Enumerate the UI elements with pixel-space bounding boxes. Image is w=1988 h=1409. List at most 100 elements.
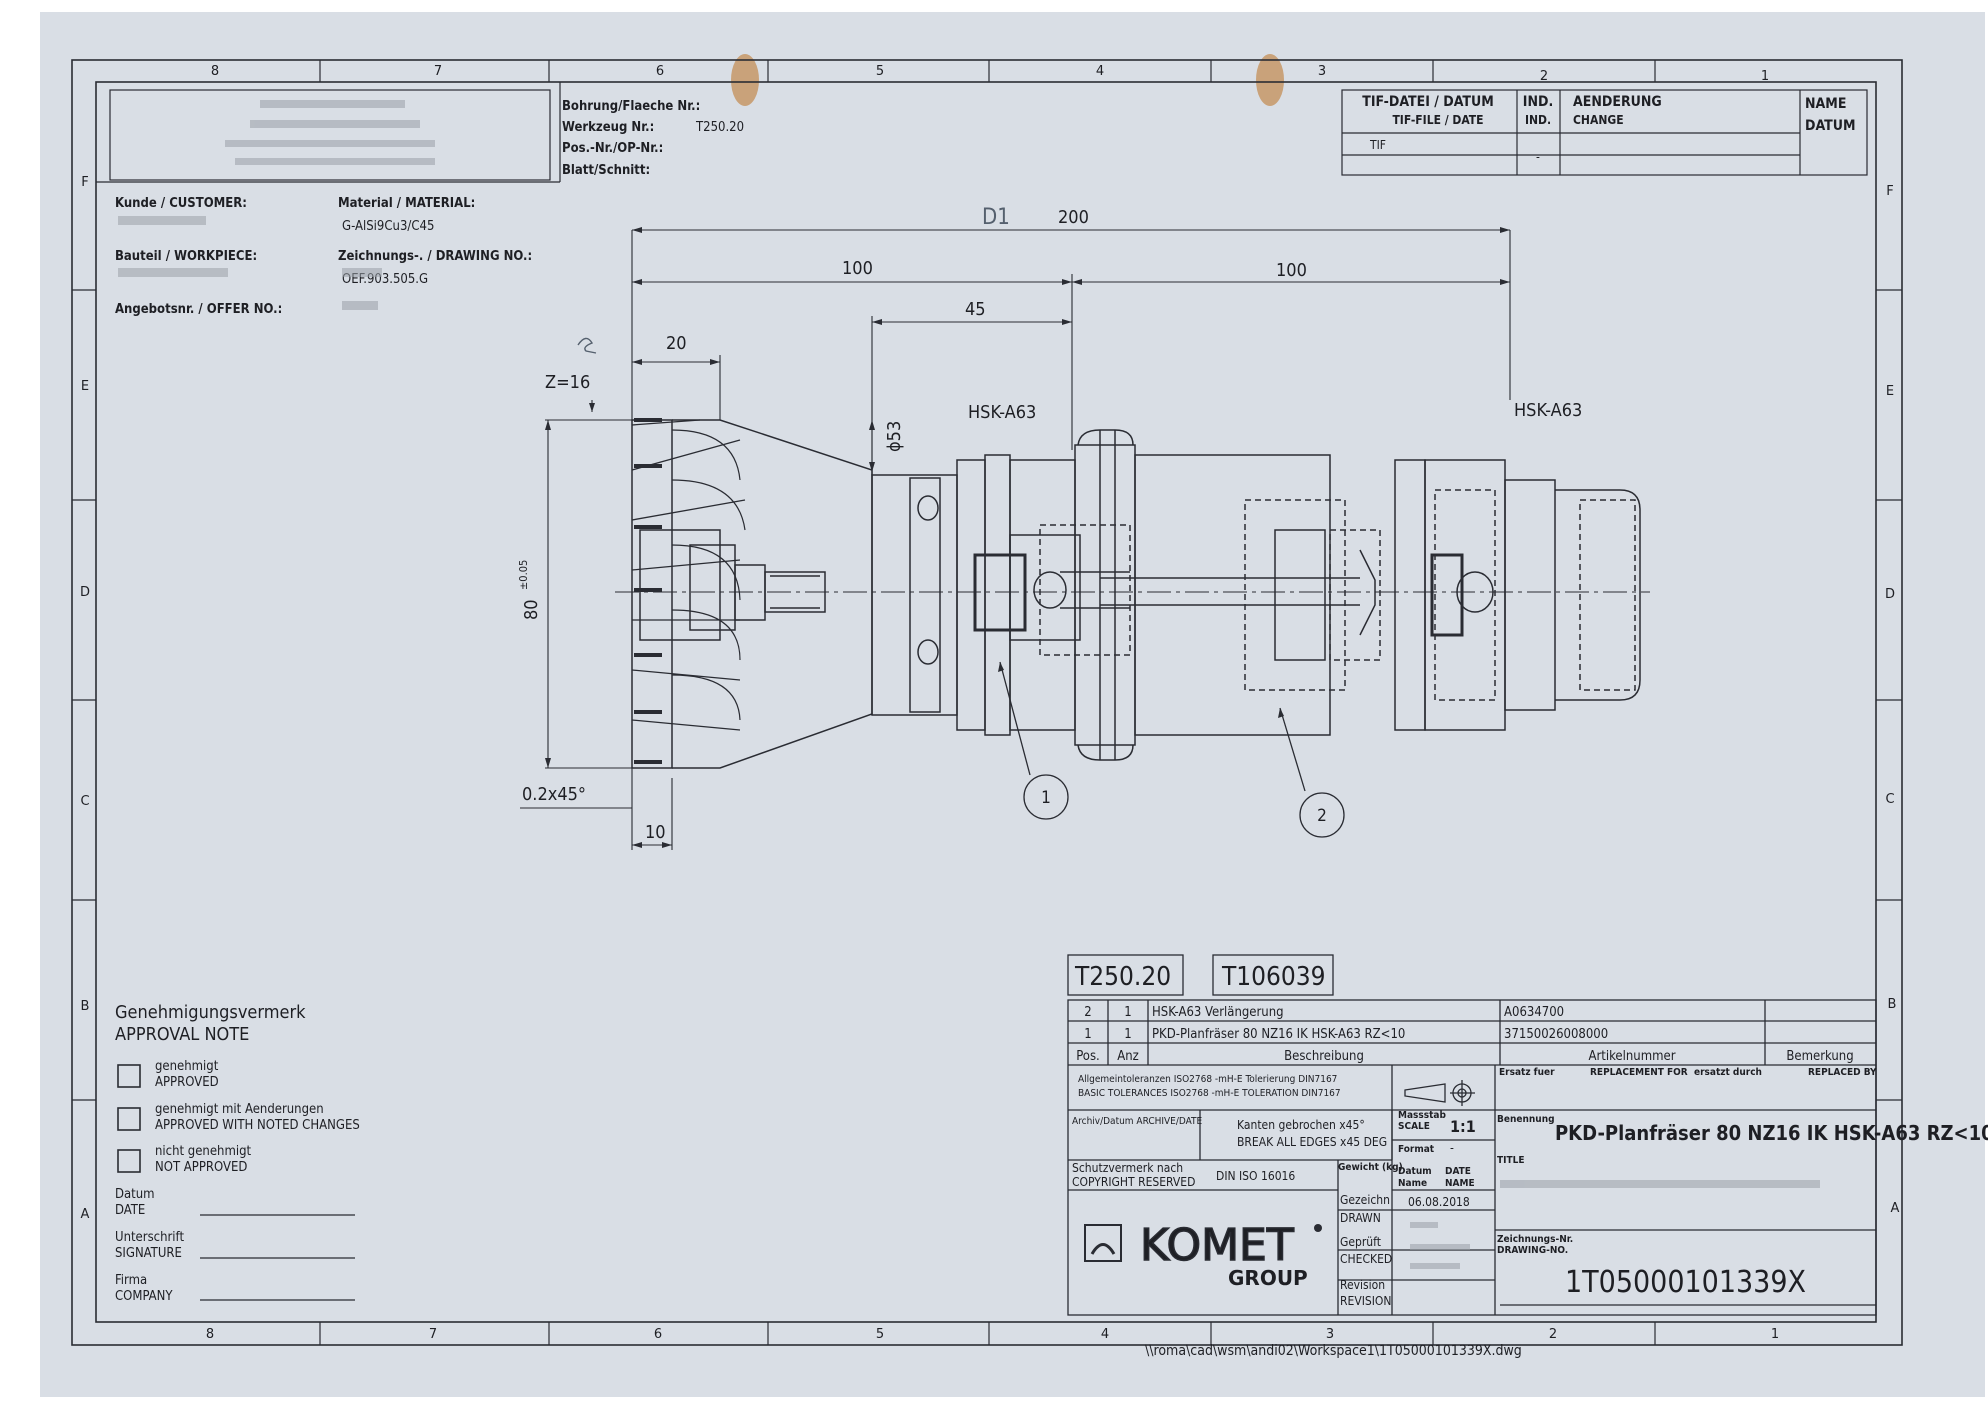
part-2-desc: HSK-A63 Verlängerung: [1152, 1005, 1284, 1020]
title-blurred-text: [1410, 1180, 1820, 1269]
signature-label-en: SIGNATURE: [115, 1246, 182, 1261]
handwritten-check-mark: [577, 337, 597, 354]
tool-no: T250.20: [1074, 962, 1171, 992]
hsk-shank-part-1: [871, 429, 1331, 761]
blatt-label: Blatt/Schnitt:: [562, 163, 650, 178]
weight-label: Gewicht (kg): [1338, 1162, 1403, 1173]
angebot-label: Angebotsnr. / OFFER NO.:: [115, 302, 282, 317]
col-article: Artikelnummer: [1588, 1049, 1675, 1064]
company-name: KOMET: [1140, 1220, 1294, 1271]
teeth-label: Z=16: [545, 372, 590, 393]
change-label-1: AENDERUNG: [1573, 94, 1662, 110]
drawing-no-label-1: Zeichnungs-Nr.: [1497, 1234, 1573, 1245]
col-top-1: 1: [1761, 69, 1769, 84]
din-label: DIN ISO 16016: [1216, 1169, 1295, 1183]
part-2-article: A0634700: [1504, 1005, 1564, 1020]
row-right-e: E: [1886, 384, 1894, 399]
pos-label: Pos.-Nr./OP-Nr.:: [562, 141, 663, 156]
komet-logo: KOMET GROUP: [1084, 1219, 1322, 1290]
drawing-no-label-2: DRAWING-NO.: [1497, 1245, 1568, 1256]
ersatzt-durch: ersatzt durch: [1694, 1067, 1762, 1078]
col-top-6: 6: [656, 64, 664, 79]
option-approved-de: genehmigt: [155, 1059, 219, 1074]
paper: [40, 12, 1985, 1397]
part-2-anz: 1: [1124, 1005, 1131, 1020]
checked-de: Geprüft: [1340, 1235, 1381, 1249]
balloon-2-arrow: [1278, 708, 1284, 718]
checkbox-approved-with-changes[interactable]: [117, 1107, 141, 1131]
title-label: TITLE: [1497, 1155, 1525, 1166]
dia-80-tol: ±0.05: [517, 560, 530, 590]
row-left-a: A: [81, 1207, 90, 1222]
part-2-pos: 2: [1084, 1005, 1091, 1020]
approval-title-en: APPROVAL NOTE: [115, 1024, 249, 1045]
date-label-1: DATE: [1445, 1166, 1471, 1177]
tol-line-1: Allgemeintoleranzen ISO2768 -mH-E Toleri…: [1078, 1074, 1337, 1085]
col-bottom-8: 8: [206, 1327, 214, 1342]
checkbox-not-approved[interactable]: [117, 1149, 141, 1173]
material-value: G-AlSi9Cu3/C45: [342, 219, 434, 234]
part-1-anz: 1: [1124, 1027, 1131, 1042]
zone-ticks: [72, 60, 1902, 1345]
col-top-3: 3: [1318, 64, 1326, 79]
dim-right-100: 100: [1276, 260, 1307, 281]
col-bottom-1: 1: [1771, 1327, 1779, 1342]
tol-line-2: BASIC TOLERANCES ISO2768 -mH-E TOLERATIO…: [1078, 1088, 1341, 1099]
ersatz-fuer: Ersatz fuer: [1499, 1067, 1555, 1078]
hsk-right-label: HSK-A63: [1514, 400, 1582, 421]
bohrung-label: Bohrung/Flaeche Nr.:: [562, 99, 700, 114]
change-label-2: CHANGE: [1573, 113, 1624, 127]
scale-label-2: SCALE: [1398, 1121, 1430, 1132]
col-top-8: 8: [211, 64, 219, 79]
drawn-en: DRAWN: [1340, 1211, 1381, 1225]
drawing-no: 1T05000101339X: [1565, 1265, 1806, 1300]
part-1-article: 37150026008000: [1504, 1027, 1608, 1042]
tool-no-2: T106039: [1221, 962, 1326, 992]
date-label-en: DATE: [115, 1203, 145, 1218]
bauteil-label: Bauteil / WORKPIECE:: [115, 249, 257, 264]
header-logo-box: [109, 89, 551, 181]
archive-label: Archiv/Datum ARCHIVE/DATE: [1072, 1116, 1203, 1127]
dim-20: 20: [666, 333, 687, 354]
werkzeug-value: T250.20: [695, 120, 744, 135]
company-group: GROUP: [1228, 1266, 1308, 1290]
col-bottom-3: 3: [1326, 1327, 1334, 1342]
name-label-2: DATUM: [1805, 118, 1855, 134]
chamfer-label: 0.2x45°: [522, 784, 586, 805]
dimension-arrows: [545, 227, 1510, 848]
company-label-de: Firma: [115, 1273, 147, 1288]
checkbox-approved[interactable]: [117, 1064, 141, 1088]
werkzeug-label: Werkzeug Nr.:: [562, 120, 654, 135]
inner-frame: [95, 81, 1877, 1323]
row-left-f: F: [81, 175, 88, 190]
row-left-d: D: [80, 585, 90, 600]
tif-label-1: TIF-DATEI / DATUM: [1362, 94, 1494, 110]
dim-overall: 200: [1058, 207, 1089, 228]
row-right-c: C: [1885, 792, 1894, 807]
kunde-label: Kunde / CUSTOMER:: [115, 196, 247, 211]
dia-53: ϕ53: [884, 421, 905, 452]
row-left-e: E: [81, 379, 89, 394]
row-left-b: B: [81, 999, 90, 1014]
row-right-f: F: [1886, 184, 1893, 199]
title-value: PKD-Planfräser 80 NZ16 IK HSK-A63 RZ<10: [1555, 1121, 1988, 1145]
replaced-by: REPLACED BY: [1808, 1067, 1877, 1078]
row-right-a: A: [1891, 1201, 1900, 1216]
col-top-4: 4: [1096, 64, 1104, 79]
revision-de: Revision: [1340, 1278, 1385, 1292]
balloon-1: 1: [1041, 788, 1051, 808]
date-label-de: Datum: [115, 1187, 155, 1202]
dia-80: 80: [521, 599, 542, 620]
col-top-2: 2: [1540, 69, 1548, 84]
header-blurred-text: [225, 100, 435, 165]
col-bottom-4: 4: [1101, 1327, 1109, 1342]
col-bottom-6: 6: [654, 1327, 662, 1342]
revision-table: [1341, 89, 1868, 176]
dim-45: 45: [965, 299, 986, 320]
material-label: Material / MATERIAL:: [338, 196, 475, 211]
hsk-extension-part-2: [1100, 459, 1641, 731]
copyright-2: COPYRIGHT RESERVED: [1072, 1175, 1195, 1189]
datum-label-1: Datum: [1398, 1166, 1432, 1177]
part-1-pos: 1: [1084, 1027, 1091, 1042]
ind-value: -: [1536, 150, 1540, 164]
